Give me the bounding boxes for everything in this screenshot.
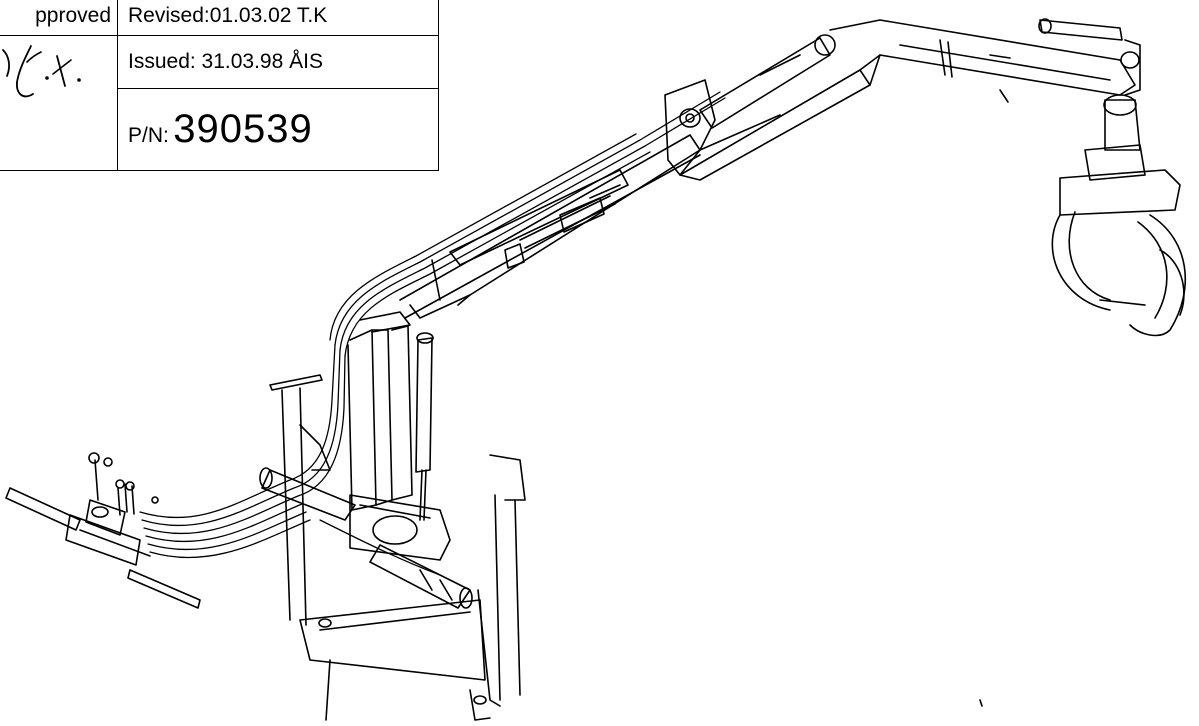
- main-boom: [399, 134, 701, 319]
- signature-cell: [0, 35, 118, 171]
- boom-knuckle: [664, 79, 781, 176]
- valve-hose-bundle: [139, 344, 441, 576]
- boom-hoses: [329, 91, 726, 357]
- lift-cylinder: [415, 332, 434, 521]
- part-number-value: 390539: [173, 107, 313, 152]
- extension-cylinder: [1038, 18, 1123, 41]
- stray-mark: [979, 699, 983, 707]
- issued-field: Issued: 31.03.98 ÅIS: [117, 34, 439, 90]
- crane-column: [347, 311, 413, 511]
- handwritten-signature: [2, 45, 81, 98]
- outer-boom: [679, 19, 1141, 181]
- control-valve: [5, 452, 201, 609]
- fold-cylinder: [699, 34, 836, 129]
- revised-field: Revised:01.03.02 T.K: [117, 0, 439, 36]
- title-block: pproved Revised:01.03.02 T.K Issued: 31.…: [0, 0, 439, 171]
- approved-label: pproved: [0, 0, 118, 36]
- grapple: [1051, 94, 1187, 337]
- frame-stanchions: [269, 374, 526, 721]
- slewing-base: [259, 467, 473, 609]
- part-number-label: P/N:: [128, 124, 169, 148]
- part-number-field: P/N: 390539: [117, 88, 439, 171]
